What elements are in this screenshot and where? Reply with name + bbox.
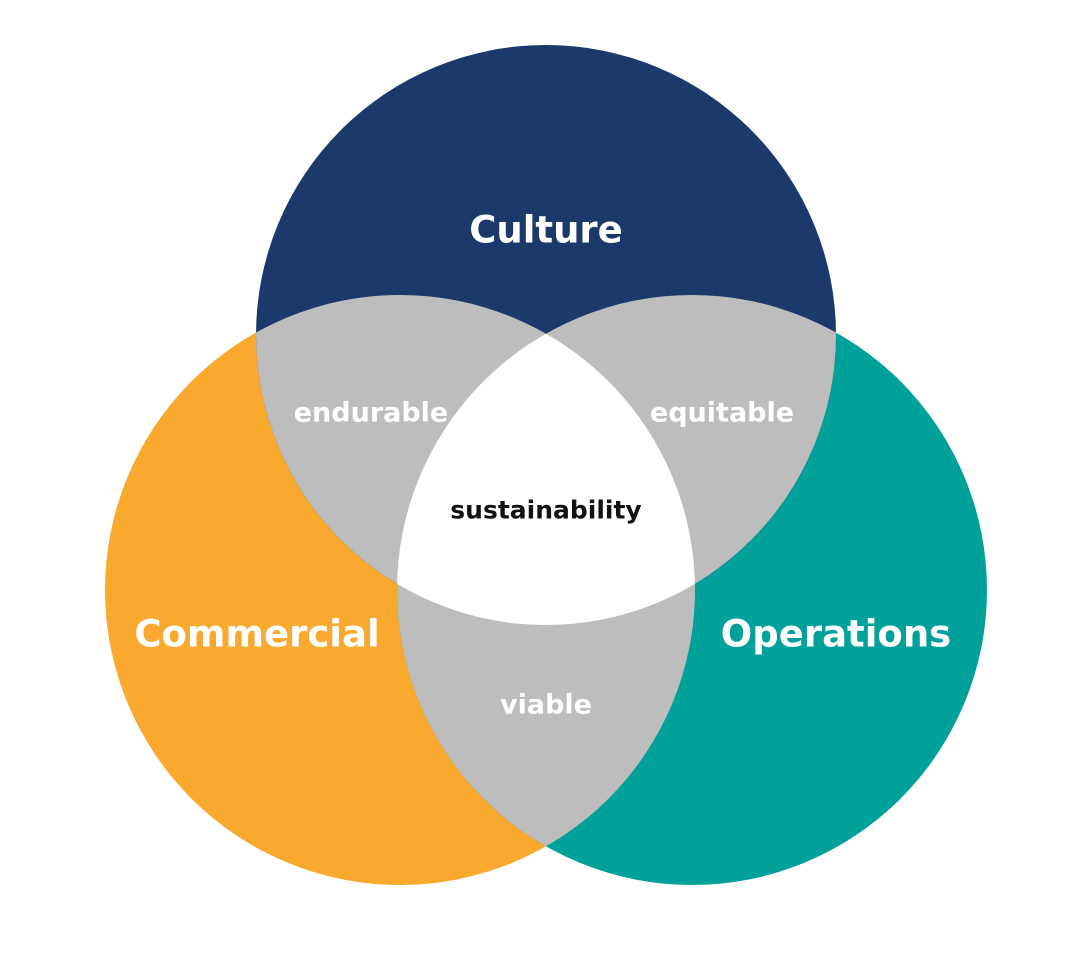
commercial-label: Commercial [134, 613, 379, 656]
endurable-label: endurable [294, 398, 449, 429]
sustainability-label: sustainability [450, 496, 641, 525]
culture-label: Culture [469, 209, 623, 252]
viable-label: viable [500, 690, 592, 721]
operations-label: Operations [721, 613, 951, 656]
equitable-label: equitable [650, 398, 794, 429]
